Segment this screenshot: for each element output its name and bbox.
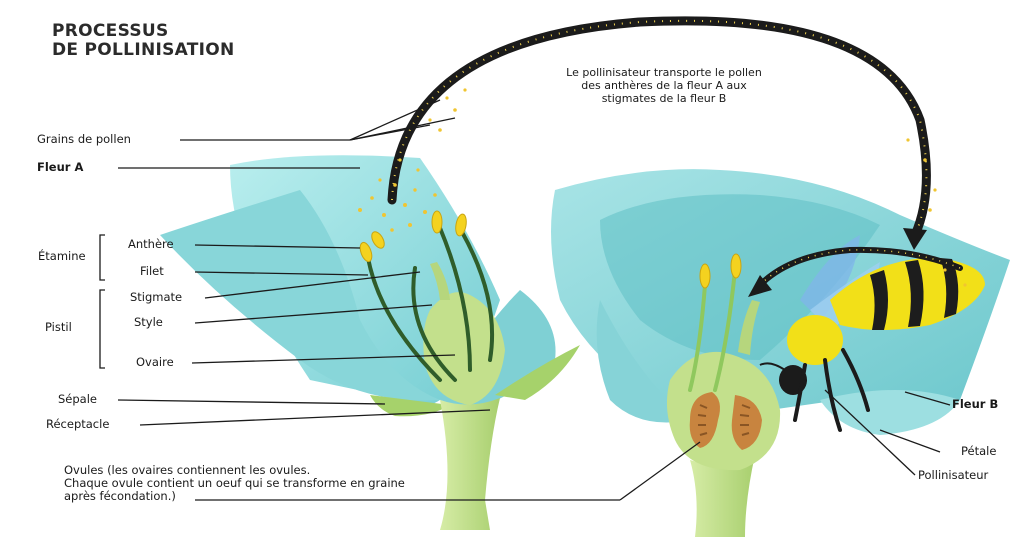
transport-note: Le pollinisateur transporte le pollen de… [514, 66, 814, 105]
label-pollinisateur: Pollinisateur [918, 470, 988, 482]
label-receptacle: Réceptacle [46, 419, 109, 431]
label-filet: Filet [140, 266, 164, 278]
label-fleur-b: Fleur B [952, 399, 998, 411]
note-line-1: Le pollinisateur transporte le pollen [514, 66, 814, 79]
ovules-line-3: après fécondation.) [64, 490, 405, 503]
note-line-3: stigmates de la fleur B [514, 92, 814, 105]
label-stigmate: Stigmate [130, 292, 182, 304]
label-pistil: Pistil [45, 322, 72, 334]
label-fleur-a: Fleur A [37, 162, 83, 174]
page-title: PROCESSUS DE POLLINISATION [52, 22, 235, 60]
label-sepale: Sépale [58, 394, 97, 406]
bee-thorax [787, 315, 843, 365]
title-line-1: PROCESSUS [52, 22, 235, 41]
label-style: Style [134, 317, 163, 329]
label-petale: Pétale [961, 446, 996, 458]
flower-a-stem [440, 398, 500, 530]
note-line-2: des anthères de la fleur A aux [514, 79, 814, 92]
label-grains-de-pollen: Grains de pollen [37, 134, 131, 146]
label-etamine: Étamine [38, 251, 86, 263]
ovules-caption: Ovules (les ovaires contiennent les ovul… [64, 464, 405, 503]
label-anthere: Anthère [128, 239, 174, 251]
title-line-2: DE POLLINISATION [52, 41, 235, 60]
label-ovaire: Ovaire [136, 357, 174, 369]
